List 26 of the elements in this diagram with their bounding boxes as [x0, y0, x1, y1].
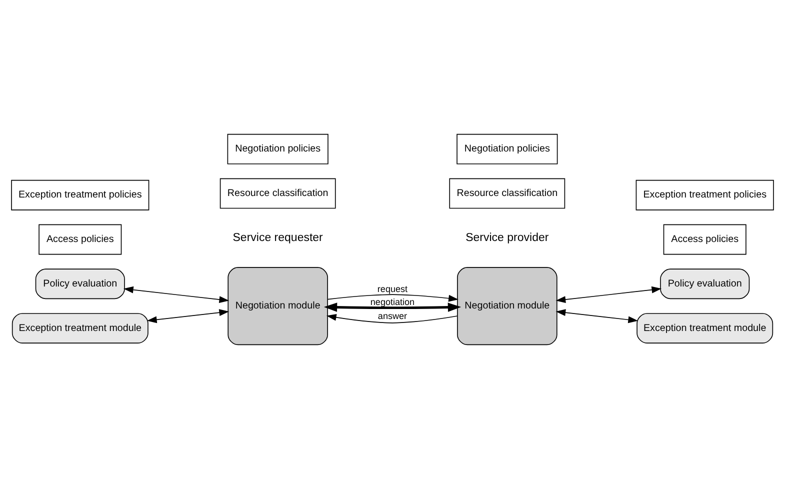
arrow	[556, 286, 662, 302]
arrow	[327, 294, 458, 302]
node-box: Access policies	[663, 224, 746, 254]
edge-label: negotiation	[370, 296, 415, 307]
node-box: Exception treatment module	[12, 312, 148, 343]
node-box: Negotiation policies	[456, 133, 558, 164]
node-box: Resource classification	[220, 178, 336, 208]
arrow	[324, 302, 462, 312]
arrow	[326, 313, 458, 323]
arrow	[556, 308, 638, 323]
label: Service provider	[466, 231, 549, 244]
node-box: Access policies	[38, 224, 122, 254]
label: Service requester	[232, 231, 323, 244]
node-box: Resource classification	[449, 178, 566, 208]
edge-label: request	[377, 283, 408, 294]
node-box: Negotiation module	[457, 266, 558, 345]
node-box: Policy evaluation	[660, 268, 750, 299]
arrow	[146, 308, 230, 323]
node-box: Exception treatment policies	[11, 179, 150, 210]
node-box: Exception treatment module	[636, 312, 774, 343]
arrow	[124, 286, 230, 302]
node-box: Negotiation module	[228, 266, 328, 345]
node-box: Negotiation policies	[227, 133, 328, 164]
edge-label: answer	[378, 310, 408, 321]
node-box: Policy evaluation	[35, 268, 125, 299]
node-box: Exception treatment policies	[636, 179, 774, 210]
